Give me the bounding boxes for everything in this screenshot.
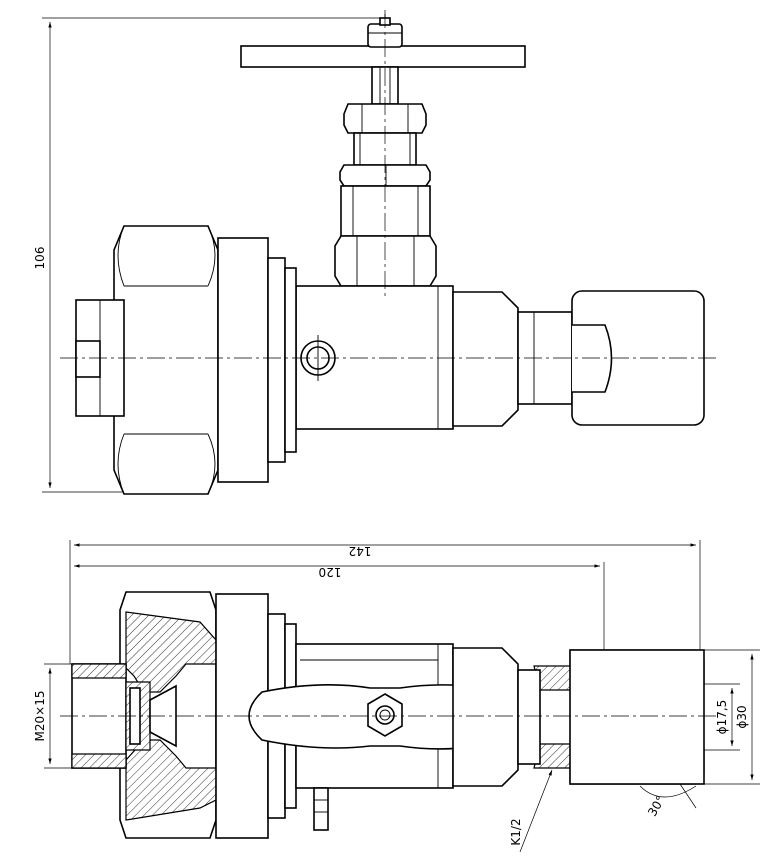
dim-dia-inner: ϕ17,5 [715, 700, 729, 735]
right-adapter-plan [452, 647, 519, 787]
dim-length-body: 120 [319, 565, 342, 579]
union-nut [113, 225, 219, 495]
dim-dia-outer: ϕ30 [735, 705, 749, 728]
bleed-screw [313, 787, 329, 831]
front-view: 106 [33, 10, 720, 495]
handwheel-bar [240, 45, 526, 68]
label-thread-right: K1/2 [509, 818, 523, 845]
dim-length-total: 142 [349, 544, 372, 558]
dim-thread-left: M20×15 [33, 691, 47, 742]
right-adapter [452, 291, 519, 427]
dim-height: 106 [33, 247, 47, 270]
bonnet-hex [334, 235, 437, 287]
gland-nut [343, 103, 427, 134]
bonnet [340, 185, 431, 237]
union-collar [217, 237, 269, 483]
plan-view: 142 120 [33, 540, 760, 853]
